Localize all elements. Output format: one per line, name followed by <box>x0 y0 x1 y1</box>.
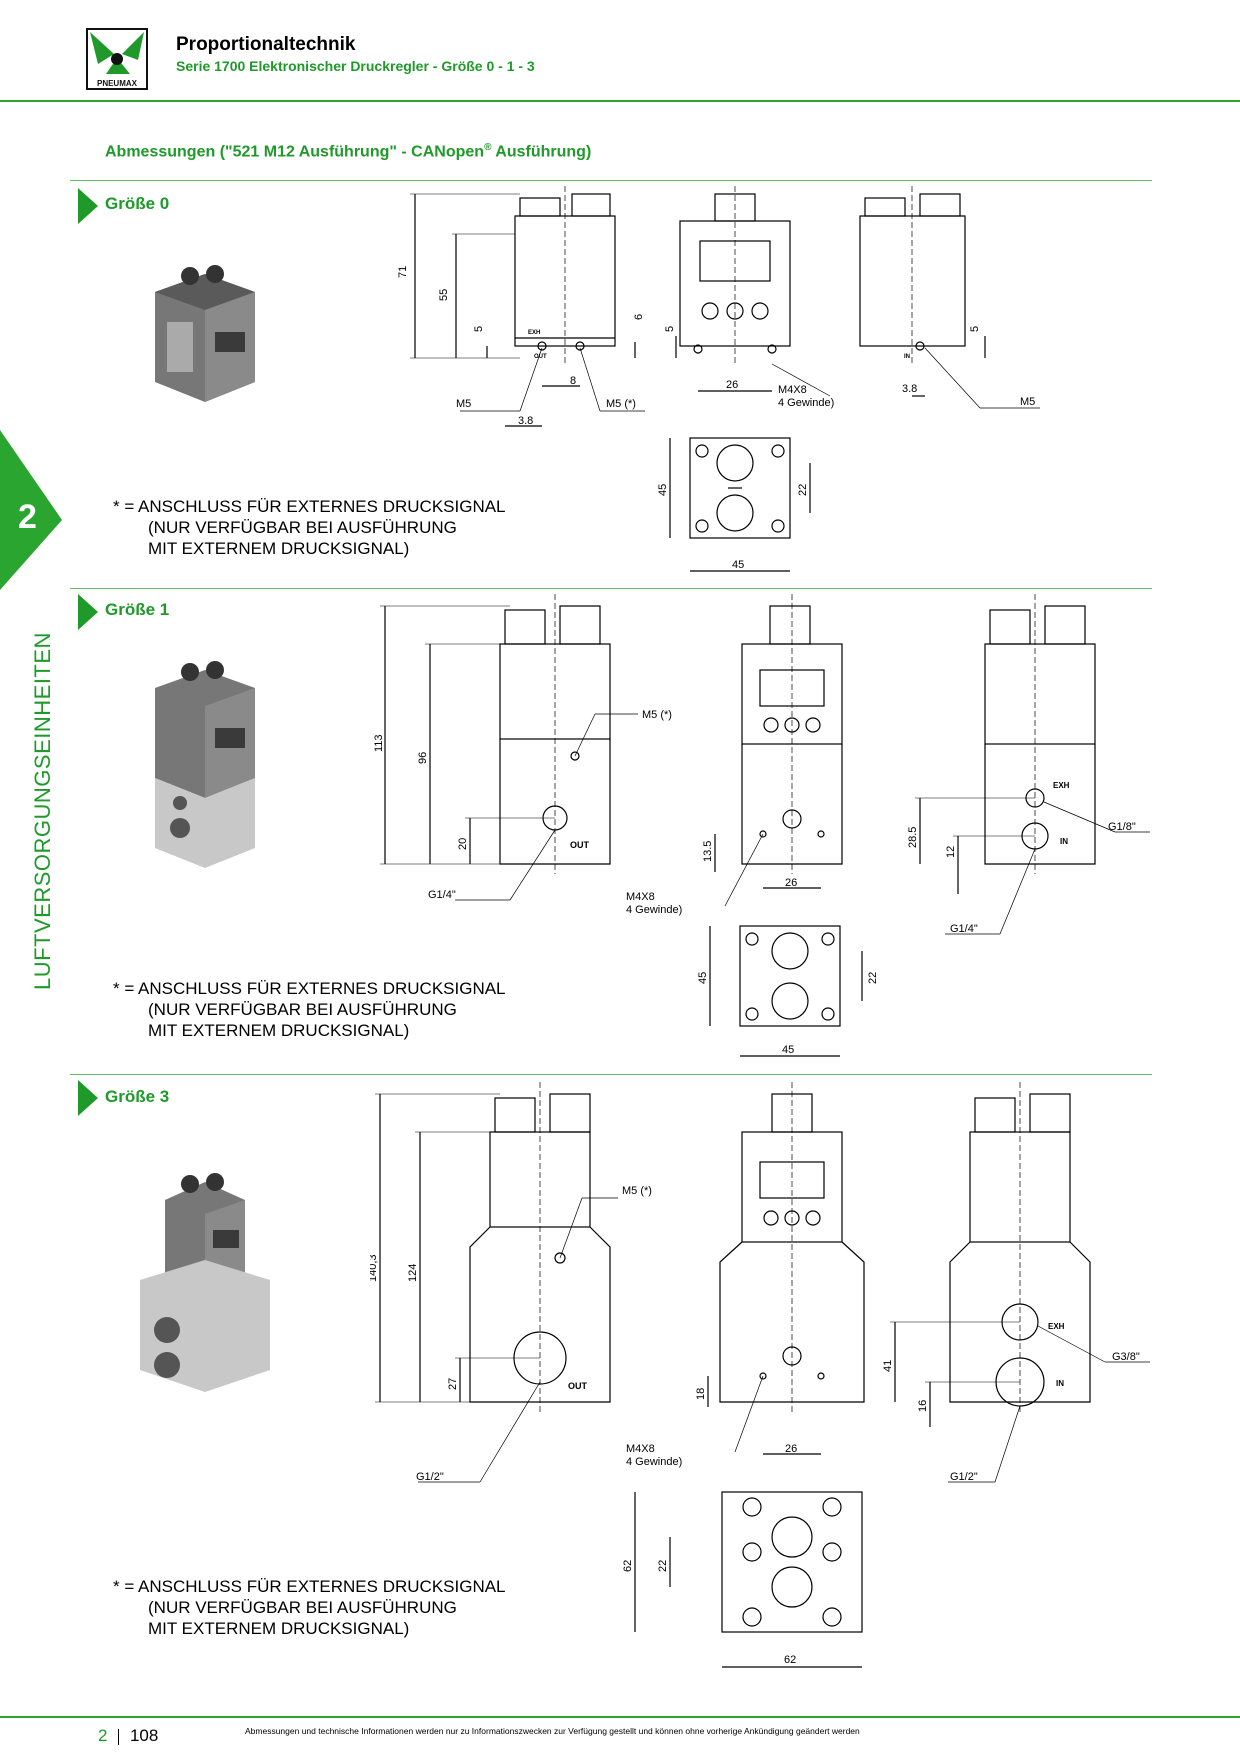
svg-text:96: 96 <box>417 752 429 764</box>
svg-text:5: 5 <box>664 326 676 332</box>
size3-product-image <box>140 1173 270 1392</box>
svg-text:26: 26 <box>785 1443 797 1455</box>
svg-text:4 Gewinde): 4 Gewinde) <box>778 397 834 409</box>
svg-text:4 Gewinde): 4 Gewinde) <box>626 1456 682 1468</box>
svg-text:M5: M5 <box>456 398 471 410</box>
rule-size3 <box>70 1074 1152 1075</box>
size0-note: * = ANSCHLUSS FÜR EXTERNES DRUCKSIGNAL(N… <box>113 497 506 558</box>
svg-text:M5 (*): M5 (*) <box>642 709 672 721</box>
svg-text:13.5: 13.5 <box>702 841 714 862</box>
size0-drawings: 71 55 5 6 8 3.8 M5 M5 (*) EXH OUT 5 26 M… <box>397 186 1040 572</box>
size3-drawings: 140,3 124 27 M5 (*) G1/2" OUT 18 26 M4X8… <box>370 1082 1150 1668</box>
svg-text:12: 12 <box>945 846 957 858</box>
svg-text:OUT: OUT <box>568 1381 588 1391</box>
svg-text:3.8: 3.8 <box>518 415 533 427</box>
page-number: 2 108 <box>98 1726 159 1745</box>
svg-text:M4X8: M4X8 <box>626 891 655 903</box>
size1-label: Größe 1 <box>105 600 170 619</box>
svg-text:71: 71 <box>397 266 409 278</box>
svg-text:OUT: OUT <box>534 354 547 360</box>
size0-label: Größe 0 <box>105 194 170 213</box>
svg-text:5: 5 <box>969 326 981 332</box>
svg-text:M4X8: M4X8 <box>626 1443 655 1455</box>
svg-text:G1/4": G1/4" <box>950 923 978 935</box>
svg-text:G1/4": G1/4" <box>428 889 456 901</box>
svg-text:IN: IN <box>1056 1379 1064 1388</box>
svg-text:EXH: EXH <box>1048 1322 1065 1331</box>
svg-text:140,3: 140,3 <box>370 1254 379 1282</box>
size3-note: * = ANSCHLUSS FÜR EXTERNES DRUCKSIGNAL(N… <box>113 1577 506 1638</box>
svg-text:OUT: OUT <box>570 840 590 850</box>
svg-text:6: 6 <box>633 314 645 320</box>
rule-size1 <box>70 588 1152 589</box>
svg-text:45: 45 <box>697 972 709 984</box>
svg-text:16: 16 <box>917 1400 929 1412</box>
svg-text:22: 22 <box>657 1560 669 1572</box>
size1-product-image <box>155 661 255 868</box>
size1-drawings: 113 96 20 M5 (*) G1/4" OUT 13.5 26 M4X8 … <box>373 594 1150 1057</box>
side-tab: 2 <box>0 430 70 590</box>
side-tab-number: 2 <box>18 498 37 536</box>
svg-text:28.5: 28.5 <box>907 827 919 848</box>
svg-text:62: 62 <box>622 1560 634 1572</box>
svg-text:3.8: 3.8 <box>902 383 917 395</box>
svg-text:26: 26 <box>726 379 738 391</box>
footer-disclaimer: Abmessungen und technische Informationen… <box>245 1726 860 1736</box>
svg-text:G1/8": G1/8" <box>1108 821 1136 833</box>
logo-text: PNEUMAX <box>97 79 138 88</box>
side-tab-label: LUFTVERSORGUNGSEINHEITEN <box>30 632 55 990</box>
page-title: Proportionaltechnik <box>176 34 356 55</box>
page-subtitle: Serie 1700 Elektronischer Druckregler - … <box>176 58 535 74</box>
svg-text:IN: IN <box>1060 837 1068 846</box>
svg-text:22: 22 <box>867 972 879 984</box>
svg-text:IN: IN <box>904 354 910 360</box>
svg-text:4 Gewinde): 4 Gewinde) <box>626 904 682 916</box>
size3-marker-icon <box>78 1080 98 1116</box>
svg-text:22: 22 <box>797 484 809 496</box>
svg-text:M5 (*): M5 (*) <box>622 1185 652 1197</box>
size1-note: * = ANSCHLUSS FÜR EXTERNES DRUCKSIGNAL(N… <box>113 979 506 1040</box>
svg-text:20: 20 <box>457 838 469 850</box>
svg-text:G1/2": G1/2" <box>950 1471 978 1483</box>
svg-text:41: 41 <box>882 1360 894 1372</box>
svg-text:G3/8": G3/8" <box>1112 1351 1140 1363</box>
svg-text:8: 8 <box>570 375 576 387</box>
size1-marker-icon <box>78 594 98 630</box>
rule-size0 <box>70 180 1152 181</box>
svg-text:5: 5 <box>473 326 485 332</box>
svg-text:M4X8: M4X8 <box>778 384 807 396</box>
svg-text:M5 (*): M5 (*) <box>606 398 636 410</box>
size0-marker-icon <box>78 188 98 224</box>
svg-text:26: 26 <box>785 877 797 889</box>
svg-text:45: 45 <box>657 484 669 496</box>
svg-text:EXH: EXH <box>1053 781 1070 790</box>
header-rule <box>0 100 1240 102</box>
svg-text:62: 62 <box>784 1654 796 1666</box>
svg-text:M5: M5 <box>1020 396 1035 408</box>
svg-text:113: 113 <box>373 734 385 752</box>
section-title: Abmessungen ("521 M12 Ausführung" - CANo… <box>105 142 592 161</box>
svg-text:45: 45 <box>732 559 744 571</box>
pneumax-logo: PNEUMAX <box>86 28 148 90</box>
size0-product-image <box>155 265 255 402</box>
svg-text:G1/2": G1/2" <box>416 1471 444 1483</box>
svg-text:27: 27 <box>447 1378 459 1390</box>
svg-text:18: 18 <box>695 1388 707 1400</box>
size3-label: Größe 3 <box>105 1087 170 1106</box>
footer-rule <box>0 1716 1240 1718</box>
svg-text:55: 55 <box>438 289 450 301</box>
svg-text:45: 45 <box>782 1044 794 1056</box>
svg-text:124: 124 <box>407 1264 419 1282</box>
svg-text:EXH: EXH <box>528 330 540 336</box>
